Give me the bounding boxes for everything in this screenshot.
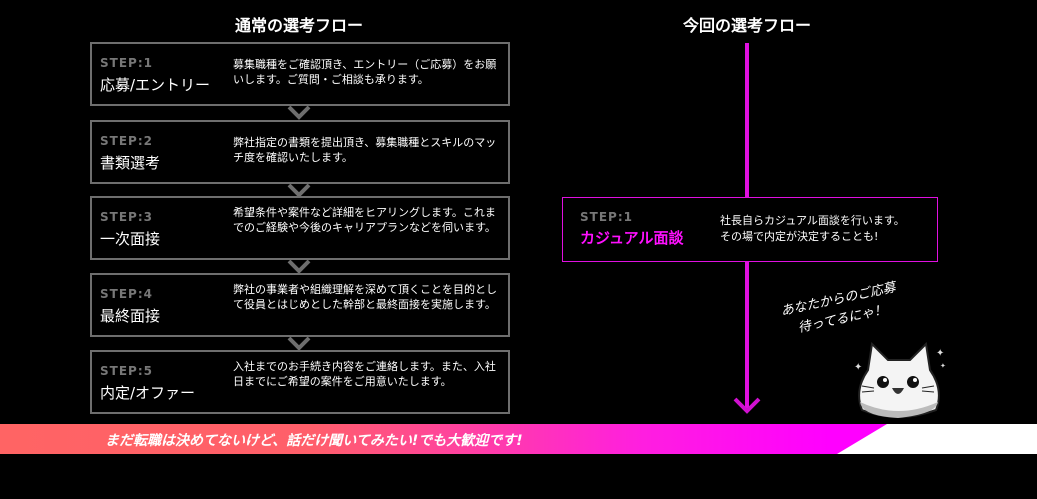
step-desc: 弊社指定の書類を提出頂き、募集職種とスキルのマッチ度を確認いたします。	[233, 136, 497, 164]
step-label: STEP:5	[100, 364, 153, 378]
normal-step-3: STEP:3 一次面接 希望条件や案件など詳細をヒアリングします。これまでのご経験や…	[90, 196, 510, 260]
casual-step-1: STEP:1 カジュアル面談 社長自らカジュアル面談を行います。 その場で内定が…	[562, 197, 938, 262]
step-desc: 入社までのお手続き内容をご連絡します。また、入社日までにご希望の案件をご用意いた…	[233, 360, 496, 388]
chevron-down-icon	[287, 260, 311, 274]
step-desc-line1: 社長自らカジュアル面談を行います。	[720, 214, 905, 227]
step-label: STEP:2	[100, 134, 153, 148]
step-name: カジュアル面談	[580, 229, 684, 247]
chevron-down-icon	[287, 106, 311, 120]
banner-white-corner	[837, 424, 1037, 454]
step-name: 書類選考	[100, 154, 161, 172]
banner-text: まだ転職は決めてないけど、話だけ聞いてみたい!でも大歓迎です!	[105, 433, 523, 449]
step-label: STEP:1	[580, 210, 633, 224]
chevron-down-icon	[287, 184, 311, 198]
normal-step-1: STEP:1 応募/エントリー 募集職種をご確認頂き、エントリー（ご応募）をお願いし…	[90, 42, 510, 106]
step-label: STEP:1	[100, 56, 153, 70]
arrow-down-icon	[733, 397, 761, 414]
welcome-banner: まだ転職は決めてないけど、話だけ聞いてみたい!でも大歓迎です!	[0, 424, 1037, 454]
cat-mascot-icon: ✦ ✦ ✦	[854, 341, 946, 418]
svg-text:✦: ✦	[854, 362, 862, 373]
chevron-down-icon	[287, 337, 311, 351]
step-desc: 希望条件や案件など詳細をヒアリングします。これまでのご経験や今後のキャリアプラン…	[233, 206, 496, 234]
svg-text:✦: ✦	[940, 362, 946, 370]
normal-step-2: STEP:2 書類選考 弊社指定の書類を提出頂き、募集職種とスキルのマッチ度を確認い…	[90, 120, 510, 184]
step-name: 応募/エントリー	[100, 76, 211, 94]
step-name: 内定/オファー	[100, 384, 196, 402]
normal-step-5: STEP:5 内定/オファー 入社までのお手続き内容をご連絡します。また、入社日まで…	[90, 350, 510, 414]
mascot-message: あなたからのご応募待ってるにゃ！	[779, 278, 902, 341]
normal-step-4: STEP:4 最終面接 弊社の事業者や組織理解を深めて頂くことを目的として役員とはじ…	[90, 273, 510, 337]
step-label: STEP:3	[100, 210, 153, 224]
step-desc-line2: その場で内定が決定することも!	[720, 230, 879, 243]
step-label: STEP:4	[100, 287, 153, 301]
this-flow-title: 今回の選考フロー	[682, 16, 811, 35]
step-desc: 募集職種をご確認頂き、エントリー（ご応募）をお願いします。ご質問・ご相談も承りま…	[233, 58, 497, 86]
normal-flow-title: 通常の選考フロー	[234, 16, 363, 35]
svg-text:✦: ✦	[936, 348, 944, 359]
step-name: 最終面接	[100, 307, 161, 325]
step-name: 一次面接	[100, 230, 161, 248]
step-desc: 弊社の事業者や組織理解を深めて頂くことを目的として役員とはじめとした幹部と最終面…	[233, 283, 497, 311]
